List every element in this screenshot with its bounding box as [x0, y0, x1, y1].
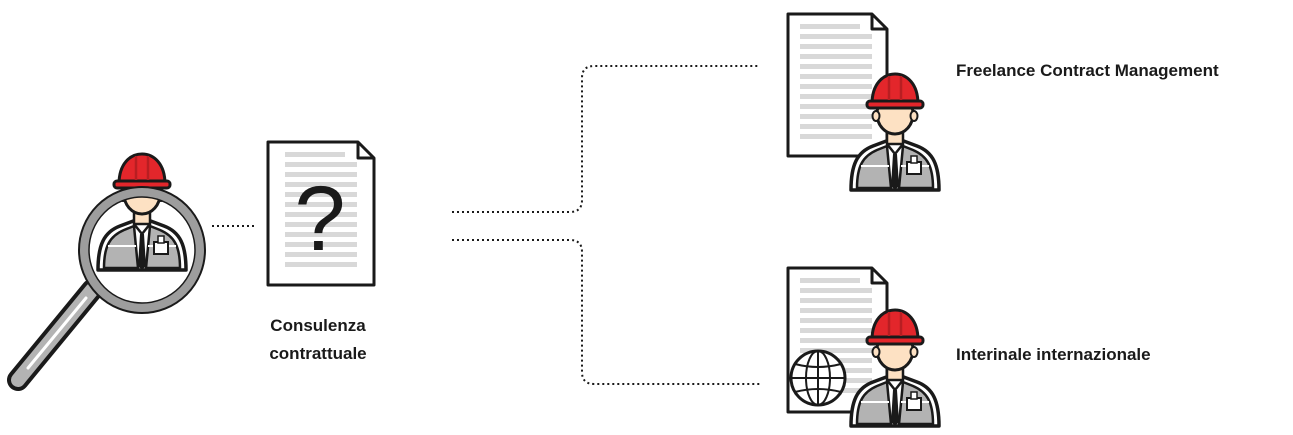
magnifier-worker-icon — [18, 154, 205, 380]
branch-connector-bottom — [452, 240, 760, 384]
contract-document-icon — [788, 14, 887, 156]
question-document-icon: ? — [268, 142, 374, 285]
center-label: Consulenza contrattuale — [238, 315, 398, 365]
branch-connector-top — [452, 66, 760, 212]
svg-text:?: ? — [294, 168, 345, 270]
globe-icon — [791, 351, 845, 405]
center-label-line2: contrattuale — [238, 343, 398, 365]
center-label-line1: Consulenza — [238, 315, 398, 337]
branch-label-interinale: Interinale internazionale — [956, 344, 1286, 366]
branch-label-freelance: Freelance Contract Management — [956, 60, 1286, 82]
